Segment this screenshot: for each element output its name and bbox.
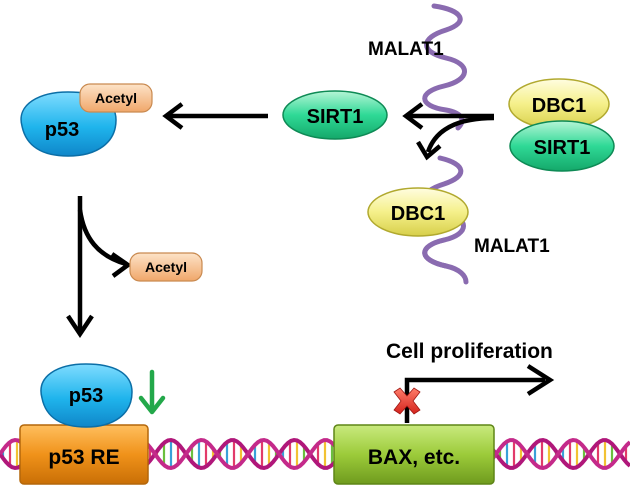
malat1-top-label: MALAT1 <box>368 39 444 60</box>
green-down-arrow-icon <box>138 369 166 415</box>
dbc1-complex-protein: DBC1 <box>508 78 610 130</box>
malat1-bottom-front-strand <box>422 237 449 269</box>
p53-bottom-label: p53 <box>69 385 103 407</box>
p53-re-label: p53 RE <box>48 446 119 469</box>
sirt1-free-label: SIRT1 <box>307 106 364 128</box>
bax-box: BAX, etc. <box>333 424 495 485</box>
acetyl-released-tag: Acetyl <box>129 252 203 282</box>
p53-binding-arrow <box>66 196 132 339</box>
complex-dissociation-arrows <box>402 102 495 161</box>
sirt1-free-protein: SIRT1 <box>282 90 388 140</box>
sirt1-complex-protein: SIRT1 <box>509 120 615 172</box>
dbc1-complex-label: DBC1 <box>532 95 586 117</box>
deacetylation-arrow <box>162 102 268 130</box>
cell-proliferation-label: Cell proliferation <box>386 340 553 363</box>
red-x-icon <box>393 387 421 415</box>
sirt1-complex-label: SIRT1 <box>534 137 591 159</box>
cell-proliferation-arrow <box>404 364 555 423</box>
dbc1-bound-label: DBC1 <box>391 203 445 225</box>
dbc1-bound-protein: DBC1 <box>367 187 469 237</box>
bax-label: BAX, etc. <box>368 446 460 469</box>
p53-top-label: p53 <box>45 119 79 141</box>
p53-re-box: p53 RE <box>19 424 149 485</box>
acetyl-top-label: Acetyl <box>95 90 137 106</box>
malat1-bottom-label: MALAT1 <box>474 236 550 257</box>
acetyl-top-tag: Acetyl <box>79 83 153 113</box>
acetyl-released-label: Acetyl <box>145 259 187 275</box>
p53-bottom-protein: p53 <box>40 363 133 428</box>
malat1-top-rna <box>422 3 467 131</box>
